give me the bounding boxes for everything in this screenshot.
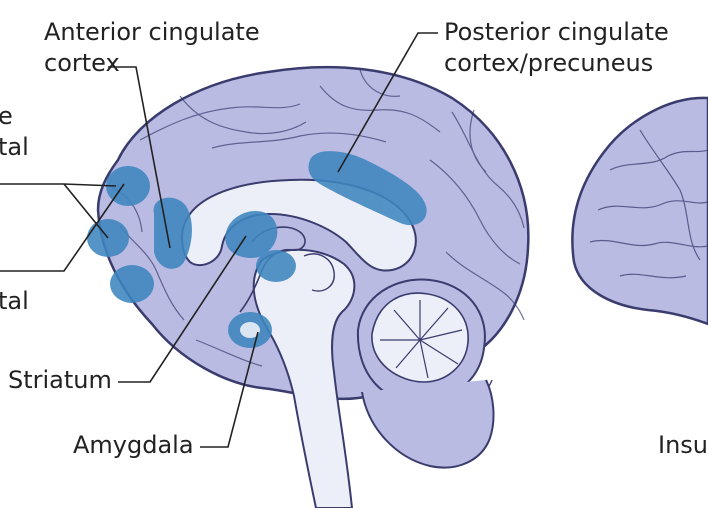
label-prefrontal-partial-line1: e	[0, 102, 13, 130]
hypothalamus-outline	[303, 253, 335, 292]
leader-frontal	[0, 183, 125, 272]
leader-posterior-cingulate	[337, 32, 438, 173]
label-posterior-cingulate-line2: cortex/precuneus	[444, 49, 654, 77]
label-frontal-partial: tal	[0, 287, 29, 315]
leader-prefrontal-upper	[0, 183, 117, 187]
fornix	[239, 226, 306, 313]
cerebellum-lower-lobe	[361, 379, 495, 469]
leader-lines	[0, 32, 438, 448]
label-prefrontal-partial-line2: tal	[0, 133, 29, 161]
leader-anterior-cingulate	[108, 66, 171, 249]
region-striatum-lower	[256, 250, 296, 282]
label-anterior-cingulate-line1: Anterior cingulate	[44, 18, 260, 46]
leader-amygdala	[200, 331, 259, 448]
label-anterior-cingulate-line2: cortex	[44, 49, 120, 77]
amygdala-core	[240, 322, 260, 338]
region-prefrontal-lower	[110, 265, 154, 303]
lateral-gyri	[589, 129, 708, 279]
arbor-vitae-branches	[380, 300, 463, 379]
region-prefrontal-upper	[106, 166, 150, 206]
label-anterior-cingulate: Anterior cingulate cortex	[44, 17, 260, 79]
leader-prefrontal-split	[63, 183, 109, 239]
label-posterior-cingulate: Posterior cingulate cortex/precuneus	[444, 17, 669, 79]
label-amygdala: Amygdala	[73, 431, 194, 459]
label-posterior-cingulate-line1: Posterior cingulate	[444, 18, 669, 46]
leader-striatum	[118, 235, 247, 383]
region-posterior-cingulate	[308, 151, 427, 226]
lateral-brain-view	[571, 96, 708, 326]
label-prefrontal-partial: e tal	[0, 101, 29, 163]
label-insula-partial: Insu	[658, 431, 708, 459]
label-striatum: Striatum	[8, 366, 112, 394]
brainstem	[252, 248, 356, 508]
